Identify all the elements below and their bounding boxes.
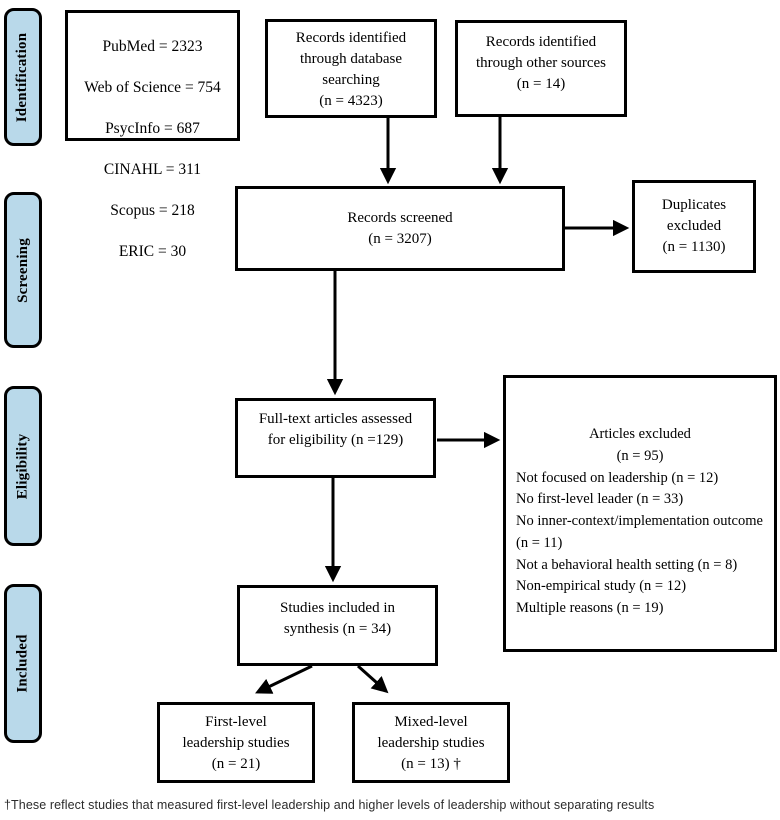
studies-included-box: Studies included in synthesis (n = 34) <box>237 585 438 666</box>
articles-excluded-title: Articles excluded <box>589 426 691 442</box>
footnote: †These reflect studies that measured fir… <box>4 798 655 812</box>
articles-excluded-box: Articles excluded (n = 95) Not focused o… <box>503 375 777 652</box>
database-count-line: PubMed = 2323 <box>102 38 203 56</box>
stage-eligibility: Eligibility <box>4 386 42 546</box>
stage-identification-label: Identification <box>14 32 31 122</box>
database-count-line: PsycInfo = 687 <box>105 120 200 138</box>
database-counts-box: PubMed = 2323 Web of Science = 754 PsycI… <box>65 10 240 260</box>
stage-eligibility-label: Eligibility <box>14 433 31 499</box>
records-identified-other-box: Records identified through other sources… <box>455 20 627 117</box>
first-level-studies-box: First-level leadership studies (n = 21) <box>157 702 315 783</box>
database-count-line: CINAHL = 311 <box>103 161 202 179</box>
records-identified-database-box: Records identified through database sear… <box>265 19 437 118</box>
exclusion-reason: No first-level leader (n = 33) <box>516 491 684 508</box>
exclusion-reason: Not a behavioral health setting (n = 8) <box>516 556 738 573</box>
stage-identification: Identification <box>4 8 42 146</box>
stage-included-label: Included <box>14 634 31 693</box>
articles-excluded-count: (n = 95) <box>616 447 664 464</box>
exclusion-reason: Not focused on leadership (n = 12) <box>516 469 719 486</box>
stage-screening: Screening <box>4 192 42 348</box>
arrow-studies-to-mixed-level <box>357 664 389 694</box>
mixed-level-studies-box: Mixed-level leadership studies (n = 13) … <box>352 702 510 783</box>
database-count-line: ERIC = 30 <box>118 242 187 260</box>
database-count-line: Web of Science = 754 <box>84 79 221 97</box>
exclusion-reason: Multiple reasons (n = 19) <box>516 600 664 616</box>
arrow-studies-to-first-level <box>255 664 313 694</box>
exclusion-reason: No inner-context/implementation outcome … <box>516 513 763 551</box>
records-screened-box: Records screened (n = 3207) <box>235 186 565 271</box>
stage-screening-label: Screening <box>14 237 31 303</box>
duplicates-excluded-box: Duplicates excluded (n = 1130) <box>632 180 756 273</box>
database-count-line: Scopus = 218 <box>110 202 195 220</box>
exclusion-reason: Non-empirical study (n = 12) <box>516 578 687 595</box>
fulltext-assessed-box: Full-text articles assessed for eligibil… <box>235 398 436 478</box>
stage-included: Included <box>4 584 42 743</box>
